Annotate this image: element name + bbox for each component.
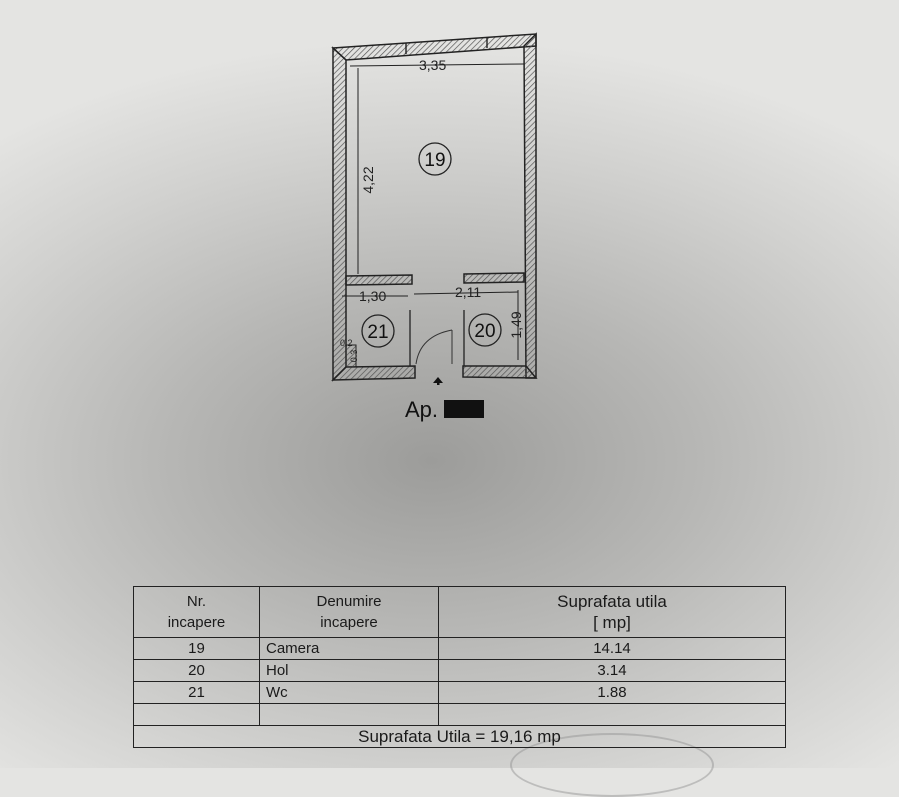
apartment-label: Ap. xyxy=(405,397,438,422)
table-empty-row xyxy=(133,703,786,726)
right-wall xyxy=(523,32,537,379)
header-number: Nr. incapere xyxy=(133,586,260,638)
bottom-wall-right xyxy=(462,365,538,379)
row-name: Hol xyxy=(259,659,439,682)
room-21-marker: 21 xyxy=(361,314,395,348)
dim-room19-width: 3,35 xyxy=(419,57,446,73)
dim-wc-small-b: 0.3 xyxy=(349,350,359,363)
floor-plan: 3,35 4,22 1,30 2,11 1,49 0,2 0.3 19 20 2… xyxy=(331,32,538,422)
dim-room21-width: 1,30 xyxy=(359,288,386,304)
header-number-l1: Nr. xyxy=(186,593,207,610)
table-row: 19 Camera 14.14 xyxy=(133,637,786,660)
row-number: 20 xyxy=(133,659,260,682)
row-name: Wc xyxy=(259,681,439,704)
table-row: 21 Wc 1.88 xyxy=(133,681,786,704)
interior-wall-left xyxy=(345,274,413,286)
walls xyxy=(331,32,538,382)
table-total-row: Suprafata Utila = 19,16 mp xyxy=(133,725,786,748)
header-area: Suprafata utila[ mp] xyxy=(438,586,786,638)
floor-plan-sheet: 3,35 4,22 1,30 2,11 1,49 0,2 0.3 19 20 2… xyxy=(133,32,786,797)
row-number: 19 xyxy=(133,637,260,660)
row-area: 14.14 xyxy=(438,637,786,660)
room-19-number: 19 xyxy=(424,150,445,171)
dimension-lines xyxy=(342,63,525,360)
room-20-number: 20 xyxy=(474,321,495,342)
left-wall xyxy=(332,46,347,382)
row-number: 21 xyxy=(133,681,260,704)
arrow-up-icon xyxy=(433,377,443,385)
row-area: 1.88 xyxy=(438,681,786,704)
dim-room19-height: 4,22 xyxy=(360,166,376,193)
header-number-l2: incapere xyxy=(167,614,226,631)
bottom-wall-left xyxy=(331,365,416,381)
room-21-number: 21 xyxy=(367,322,388,343)
redaction-mark xyxy=(444,400,484,418)
table-row: 20 Hol 3.14 xyxy=(133,659,786,682)
dim-room20-width: 2,11 xyxy=(455,284,481,300)
dim-wc-small-a: 0,2 xyxy=(340,338,353,348)
door-swing xyxy=(415,329,453,365)
row-area: 3.14 xyxy=(438,659,786,682)
interior-wall-right xyxy=(463,272,525,284)
room-19-marker: 19 xyxy=(418,142,452,176)
total-area: Suprafata Utila = 19,16 mp xyxy=(133,725,786,748)
dim-room20-height: 1,49 xyxy=(508,311,524,338)
room-20-marker: 20 xyxy=(468,313,502,347)
row-name: Camera xyxy=(259,637,439,660)
